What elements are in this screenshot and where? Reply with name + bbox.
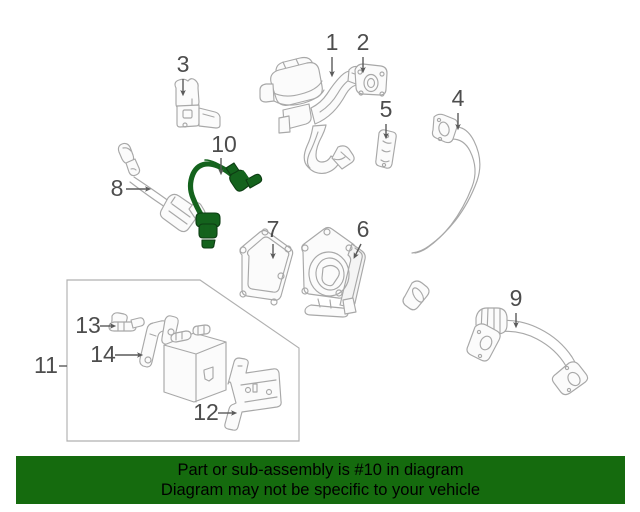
callout-11: 11	[34, 352, 67, 378]
callout-9: 9	[510, 285, 523, 329]
charcoal-canister	[163, 324, 227, 403]
callout-label-1: 1	[326, 29, 339, 55]
callout-label-2: 2	[357, 29, 370, 55]
callout-14: 14	[90, 341, 144, 367]
callout-label-13: 13	[75, 312, 101, 338]
callout-label-7: 7	[267, 216, 280, 242]
part-2-egr-valve-gasket	[354, 63, 388, 97]
callout-12: 12	[193, 399, 238, 425]
callout-label-6: 6	[357, 216, 370, 242]
callout-4: 4	[452, 85, 465, 131]
callout-8: 8	[111, 175, 152, 201]
part-5-pipe-gasket	[375, 129, 397, 169]
callout-label-11: 11	[34, 352, 58, 378]
callout-label-3: 3	[177, 51, 190, 77]
callout-7: 7	[267, 216, 280, 260]
part-13-purge-valve	[108, 312, 145, 332]
footer-line-2: Diagram may not be specific to your vehi…	[160, 481, 481, 499]
part-6-throttle-body-spacer	[301, 226, 366, 318]
callout-13: 13	[75, 312, 117, 338]
callout-10: 10	[211, 131, 237, 176]
callout-label-9: 9	[510, 285, 523, 311]
callout-label-5: 5	[380, 96, 393, 122]
callout-label-4: 4	[452, 85, 465, 111]
footer-line-1: Part or sub-assembly is #10 in diagram	[177, 461, 464, 479]
part-10-egr-vacuum-pipe	[187, 159, 263, 249]
callout-5: 5	[380, 96, 393, 140]
footer-banner: Part or sub-assembly is #10 in diagram D…	[16, 456, 625, 504]
callout-label-12: 12	[193, 399, 219, 425]
callout-2: 2	[357, 29, 370, 74]
part-11-canister-group-box	[66, 279, 300, 442]
callout-6: 6	[353, 216, 370, 259]
callout-label-10: 10	[211, 131, 237, 157]
part-12-canister-bracket	[224, 357, 282, 431]
part-1-egr-valve	[259, 56, 370, 174]
part-9-egr-inlet-pipe	[466, 307, 589, 396]
callout-label-8: 8	[111, 175, 124, 201]
callout-3: 3	[177, 51, 190, 97]
part-3-mounting-bracket	[174, 78, 221, 129]
callout-label-14: 14	[90, 341, 116, 367]
callout-1: 1	[326, 29, 339, 78]
part-7-spacer-gasket	[239, 228, 294, 306]
part-4-egr-cooler-pipe	[402, 113, 481, 311]
